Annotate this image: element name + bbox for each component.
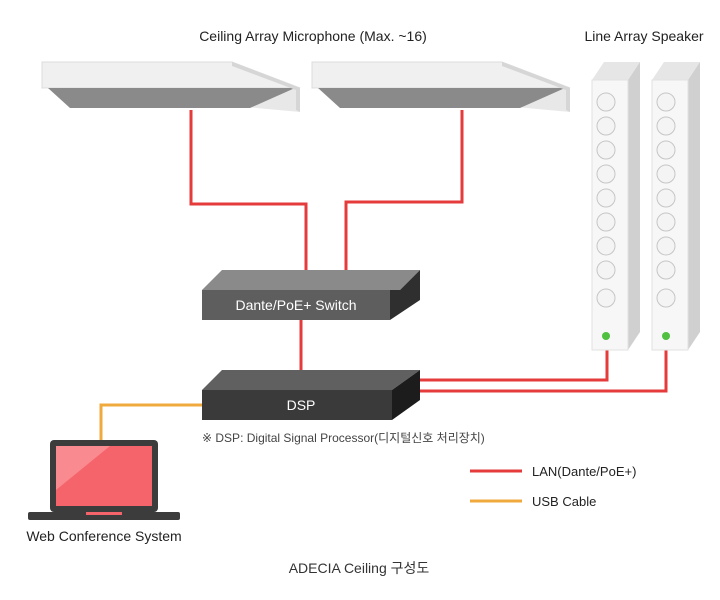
lan-dsp-to-speaker-1	[420, 340, 609, 382]
ceiling-mic-2	[311, 61, 571, 112]
lan-dsp-to-speaker-2	[420, 340, 668, 393]
dsp-label: DSP	[287, 397, 316, 413]
ceiling-mic-title: Ceiling Array Microphone (Max. ~16)	[199, 28, 427, 44]
speaker-2-led	[662, 332, 670, 340]
web-conference-label: Web Conference System	[26, 528, 181, 544]
legend-usb-label: USB Cable	[532, 494, 596, 509]
line-speaker-title: Line Array Speaker	[584, 28, 703, 44]
lan-mic1-to-switch	[189, 110, 308, 270]
switch-label: Dante/PoE+ Switch	[235, 297, 356, 313]
dsp-note: ※ DSP: Digital Signal Processor(디지털신호 처리…	[202, 431, 485, 445]
dante-poe-switch	[202, 270, 420, 320]
line-array-speaker-2	[651, 62, 700, 351]
lan-mic2-to-switch	[344, 110, 464, 270]
speaker-1-led	[602, 332, 610, 340]
legend: LAN(Dante/PoE+) USB Cable	[470, 464, 636, 509]
diagram-caption: ADECIA Ceiling 구성도	[289, 560, 430, 576]
ceiling-mic-1	[41, 61, 301, 112]
laptop-icon	[28, 440, 180, 520]
dsp-unit	[202, 370, 420, 420]
speaker-1-drivers	[596, 92, 616, 308]
lan-cables	[189, 110, 668, 393]
legend-lan-label: LAN(Dante/PoE+)	[532, 464, 636, 479]
usb-cable	[99, 403, 202, 442]
speaker-2-drivers	[656, 92, 676, 308]
line-array-speaker-1	[591, 62, 640, 351]
